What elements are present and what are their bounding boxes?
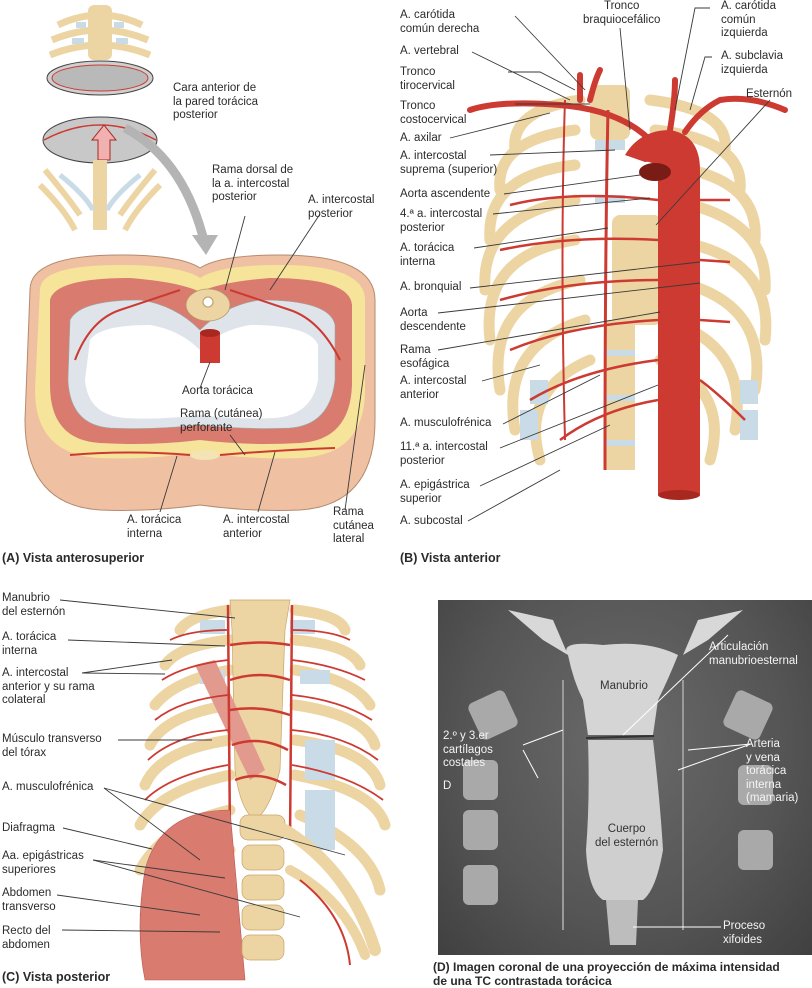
label-bronquial: A. bronquial: [400, 281, 462, 293]
label-epigastricas-superiores: Aa. epigástricas superiores: [2, 850, 84, 876]
label-axilar: A. axilar: [400, 132, 442, 144]
label-carotida-comun-derecha: A. carótida común derecha: [400, 9, 480, 35]
label-articulacion-manubrioesternal: Articulación manubrioesternal: [709, 641, 798, 667]
label-diafragma: Diafragma: [2, 822, 56, 834]
label-rama-perforante: Rama (cutánea) perforante: [180, 408, 263, 434]
label-rama-dorsal: Rama dorsal de la a. intercostal posteri…: [212, 164, 294, 203]
label-epigastrica-superior: A. epigástrica superior: [400, 479, 470, 505]
label-intercostal-anterior-b: A. intercostal anterior: [400, 375, 467, 401]
label-tronco-braquiocefalico: Tronco braquiocefálico: [583, 0, 661, 26]
rib-cage-top-icon: [48, 5, 152, 60]
label-tronco-costocervical: Tronco costocervical: [400, 100, 467, 126]
caption-panel-a: (A) Vista anterosuperior: [2, 551, 145, 565]
label-musculofrenica-c: A. musculofrénica: [2, 781, 94, 793]
panel-a-anterosuperior-view: Cara anterior de la pared torácica poste…: [0, 0, 400, 570]
label-carotida-comun-izquierda: A. carótida común izquierda: [721, 0, 776, 39]
label-cartilagos-costales: 2.º y 3.er cartílagos costales: [443, 730, 493, 769]
label-aorta-ascendente: Aorta ascendente: [400, 188, 491, 200]
label-tronco-tirocervical: Tronco tirocervical: [400, 66, 455, 92]
label-proceso-xifoides: Proceso xifoides: [723, 920, 766, 946]
label-side-marker-d: D: [443, 780, 452, 792]
panel-c-illustration: [56, 599, 391, 981]
label-11a-intercostal-posterior: 11.ª a. intercostal posterior: [400, 441, 488, 467]
label-arteria-vena-toracica-interna: Arteria y vena torácica interna (mamaria…: [746, 738, 799, 804]
label-esternon: Esternón: [746, 88, 793, 100]
label-cuerpo-del-esternon: Cuerpo del esternón: [595, 823, 659, 849]
label-subclavia-izquierda: A. subclavia izquierda: [721, 50, 784, 76]
label-rama-cutanea-lateral: Rama cutánea lateral: [333, 506, 374, 545]
ct-scan-image: Articulación manubrioesternal Manubrio 2…: [438, 600, 812, 955]
label-intercostal-anterior-rama-colateral: A. intercostal anterior y su rama colate…: [2, 667, 95, 706]
label-vertebral: A. vertebral: [400, 45, 459, 57]
caption-panel-c: (C) Vista posterior: [2, 970, 111, 984]
label-4a-intercostal-posterior: 4.ª a. intercostal posterior: [400, 208, 483, 234]
label-manubrio-del-esternon: Manubrio del esternón: [2, 592, 66, 618]
panel-c-posterior-view: Manubrio del esternón A. torácica intern…: [0, 570, 420, 988]
label-musculo-transverso: Músculo transverso del tórax: [2, 733, 102, 759]
panel-b-illustration: [437, 7, 788, 522]
caption-panel-d: (D) Imagen coronal de una proyección de …: [433, 960, 780, 988]
label-manubrio: Manubrio: [600, 680, 648, 692]
label-toracica-interna-b: A. torácica interna: [400, 242, 455, 268]
label-aorta-toracica: Aorta torácica: [182, 385, 253, 397]
label-rama-esofagica: Rama esofágica: [400, 344, 450, 370]
label-cara-anterior: Cara anterior de la pared torácica poste…: [173, 82, 259, 121]
label-musculofrenica-b: A. musculofrénica: [400, 417, 492, 429]
label-subcostal: A. subcostal: [400, 515, 463, 527]
label-recto-del-abdomen: Recto del abdomen: [2, 925, 51, 951]
label-aorta-descendente: Aorta descendente: [400, 307, 466, 333]
label-toracica-interna-c: A. torácica interna: [2, 631, 57, 657]
label-intercostal-suprema: A. intercostal suprema (superior): [400, 150, 498, 176]
label-intercostal-anterior: A. intercostal anterior: [223, 514, 290, 540]
label-abdomen-transverso: Abdomen transverso: [2, 887, 56, 913]
label-intercostal-posterior: A. intercostal posterior: [308, 194, 375, 220]
panel-a-illustration: [24, 5, 376, 513]
label-toracica-interna: A. torácica interna: [127, 514, 182, 540]
panel-d-ct-image: Articulación manubrioesternal Manubrio 2…: [433, 600, 812, 988]
panel-b-anterior-view: A. carótida común derecha A. vertebral T…: [400, 0, 812, 570]
caption-panel-b: (B) Vista anterior: [400, 551, 501, 565]
